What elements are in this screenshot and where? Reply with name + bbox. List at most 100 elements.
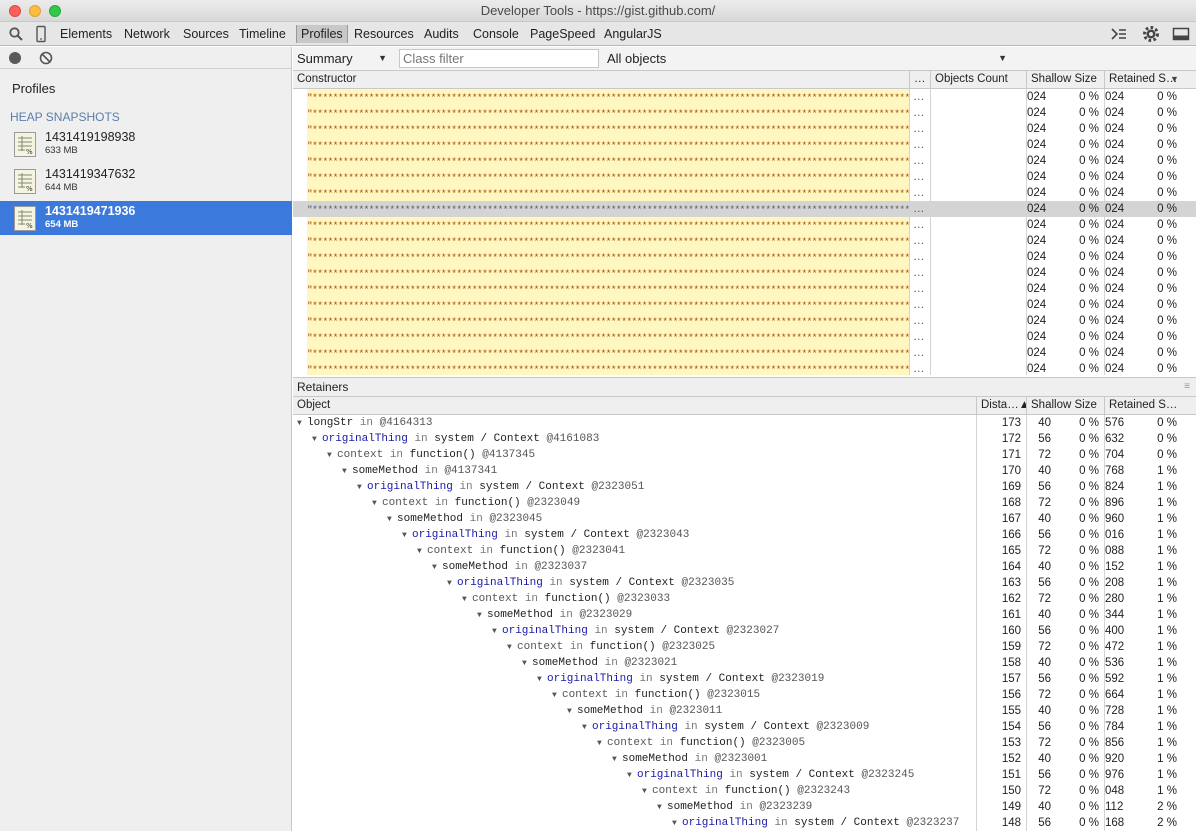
expand-triangle-icon[interactable]: ▼ bbox=[522, 659, 527, 668]
col-constructor[interactable]: Constructor bbox=[297, 73, 357, 85]
expand-triangle-icon[interactable]: ▼ bbox=[597, 739, 602, 748]
record-icon[interactable] bbox=[9, 52, 21, 64]
expand-triangle-icon[interactable]: ▼ bbox=[492, 627, 497, 636]
retainer-row[interactable]: ▼originalThing in system / Context @2323… bbox=[293, 527, 1196, 543]
tab-console[interactable]: Console bbox=[473, 27, 519, 41]
col-distance[interactable]: … bbox=[909, 71, 930, 89]
expand-triangle-icon[interactable]: ▼ bbox=[582, 723, 587, 732]
col-object[interactable]: Object bbox=[297, 399, 331, 411]
expand-triangle-icon[interactable]: ▼ bbox=[357, 483, 362, 492]
constructor-row[interactable]: ▶"**************************************… bbox=[293, 185, 1196, 201]
constructor-row[interactable]: ▶"**************************************… bbox=[293, 313, 1196, 329]
constructor-row[interactable]: ▶"**************************************… bbox=[293, 233, 1196, 249]
expand-triangle-icon[interactable]: ▼ bbox=[567, 707, 572, 716]
clear-icon[interactable] bbox=[39, 51, 53, 65]
expand-triangle-icon[interactable]: ▼ bbox=[417, 547, 422, 556]
expand-triangle-icon[interactable]: ▼ bbox=[387, 515, 392, 524]
retainer-row[interactable]: ▼originalThing in system / Context @4161… bbox=[293, 431, 1196, 447]
expand-triangle-icon[interactable]: ▼ bbox=[447, 579, 452, 588]
tab-timeline[interactable]: Timeline bbox=[239, 27, 286, 41]
constructor-row[interactable]: ▶"**************************************… bbox=[293, 105, 1196, 121]
objects-select[interactable]: All objects ▼ bbox=[607, 51, 1007, 66]
expand-triangle-icon[interactable]: ▼ bbox=[537, 675, 542, 684]
expand-triangle-icon[interactable]: ▼ bbox=[432, 563, 437, 572]
class-filter-input[interactable] bbox=[399, 49, 599, 68]
col-objects-count[interactable]: Objects Count bbox=[930, 71, 1026, 89]
expand-triangle-icon[interactable]: ▼ bbox=[642, 787, 647, 796]
constructor-row[interactable]: ▶"**************************************… bbox=[293, 153, 1196, 169]
constructor-row[interactable]: ▶"**************************************… bbox=[293, 345, 1196, 361]
dock-icon[interactable] bbox=[1172, 26, 1190, 42]
expand-triangle-icon[interactable]: ▼ bbox=[612, 755, 617, 764]
tab-resources[interactable]: Resources bbox=[354, 27, 414, 41]
tab-elements[interactable]: Elements bbox=[60, 27, 113, 41]
tab-sources[interactable]: Sources bbox=[183, 27, 229, 41]
constructor-row[interactable]: ▶"**************************************… bbox=[293, 137, 1196, 153]
close-window-button[interactable] bbox=[9, 5, 21, 17]
constructor-row[interactable]: ▶"**************************************… bbox=[293, 217, 1196, 233]
constructor-row[interactable]: ▶"**************************************… bbox=[293, 329, 1196, 345]
expand-triangle-icon[interactable]: ▼ bbox=[657, 803, 662, 812]
expand-triangle-icon[interactable]: ▼ bbox=[402, 531, 407, 540]
col-retained-size[interactable]: Retained S… bbox=[1104, 397, 1196, 415]
tab-angularjs[interactable]: AngularJS bbox=[604, 27, 662, 41]
view-select[interactable]: Summary ▼ bbox=[297, 51, 387, 66]
retainer-row[interactable]: ▼originalThing in system / Context @2323… bbox=[293, 623, 1196, 639]
zoom-window-button[interactable] bbox=[49, 5, 61, 17]
constructor-row[interactable]: ▶"**************************************… bbox=[293, 89, 1196, 105]
constructor-row[interactable]: ▶"**************************************… bbox=[293, 121, 1196, 137]
constructor-row[interactable]: ▶"**************************************… bbox=[293, 265, 1196, 281]
expand-triangle-icon[interactable]: ▼ bbox=[672, 819, 677, 828]
constructor-row[interactable]: ▶"**************************************… bbox=[293, 281, 1196, 297]
col-retained-size[interactable]: Retained S… bbox=[1104, 71, 1196, 89]
constructor-row[interactable]: ▶"**************************************… bbox=[293, 201, 1196, 217]
expand-triangle-icon[interactable]: ▼ bbox=[372, 499, 377, 508]
tab-profiles[interactable]: Profiles bbox=[296, 25, 348, 43]
expand-triangle-icon[interactable]: ▼ bbox=[507, 643, 512, 652]
expand-triangle-icon[interactable]: ▼ bbox=[477, 611, 482, 620]
expand-triangle-icon[interactable]: ▼ bbox=[327, 451, 332, 460]
retainer-row[interactable]: ▼originalThing in system / Context @2323… bbox=[293, 479, 1196, 495]
retainer-row[interactable]: ▼originalThing in system / Context @2323… bbox=[293, 671, 1196, 687]
device-mode-icon[interactable] bbox=[35, 25, 47, 43]
resize-handle-icon[interactable]: ≡ bbox=[1184, 381, 1190, 392]
tab-pagespeed[interactable]: PageSpeed bbox=[530, 27, 596, 41]
retainer-row[interactable]: ▼originalThing in system / Context @2323… bbox=[293, 815, 1196, 831]
expand-triangle-icon[interactable]: ▼ bbox=[552, 691, 557, 700]
col-shallow-size[interactable]: Shallow Size bbox=[1026, 397, 1104, 415]
constructor-row[interactable]: ▶"**************************************… bbox=[293, 249, 1196, 265]
gear-icon[interactable] bbox=[1142, 25, 1160, 43]
expand-triangle-icon[interactable]: ▼ bbox=[297, 419, 302, 428]
retainer-row[interactable]: ▼originalThing in system / Context @2323… bbox=[293, 575, 1196, 591]
expand-triangle-icon[interactable]: ▼ bbox=[462, 595, 467, 604]
constructor-row[interactable]: ▶"**************************************… bbox=[293, 169, 1196, 185]
console-drawer-icon[interactable] bbox=[1110, 26, 1128, 42]
tab-network[interactable]: Network bbox=[124, 27, 170, 41]
search-icon[interactable] bbox=[8, 26, 24, 42]
expand-triangle-icon[interactable]: ▼ bbox=[627, 771, 632, 780]
col-shallow-size[interactable]: Shallow Size bbox=[1026, 71, 1104, 89]
col-distance-sorted[interactable]: Dista…▲ bbox=[976, 397, 1026, 415]
expand-triangle-icon[interactable]: ▼ bbox=[342, 467, 347, 476]
expand-triangle-icon[interactable]: ▼ bbox=[312, 435, 317, 444]
